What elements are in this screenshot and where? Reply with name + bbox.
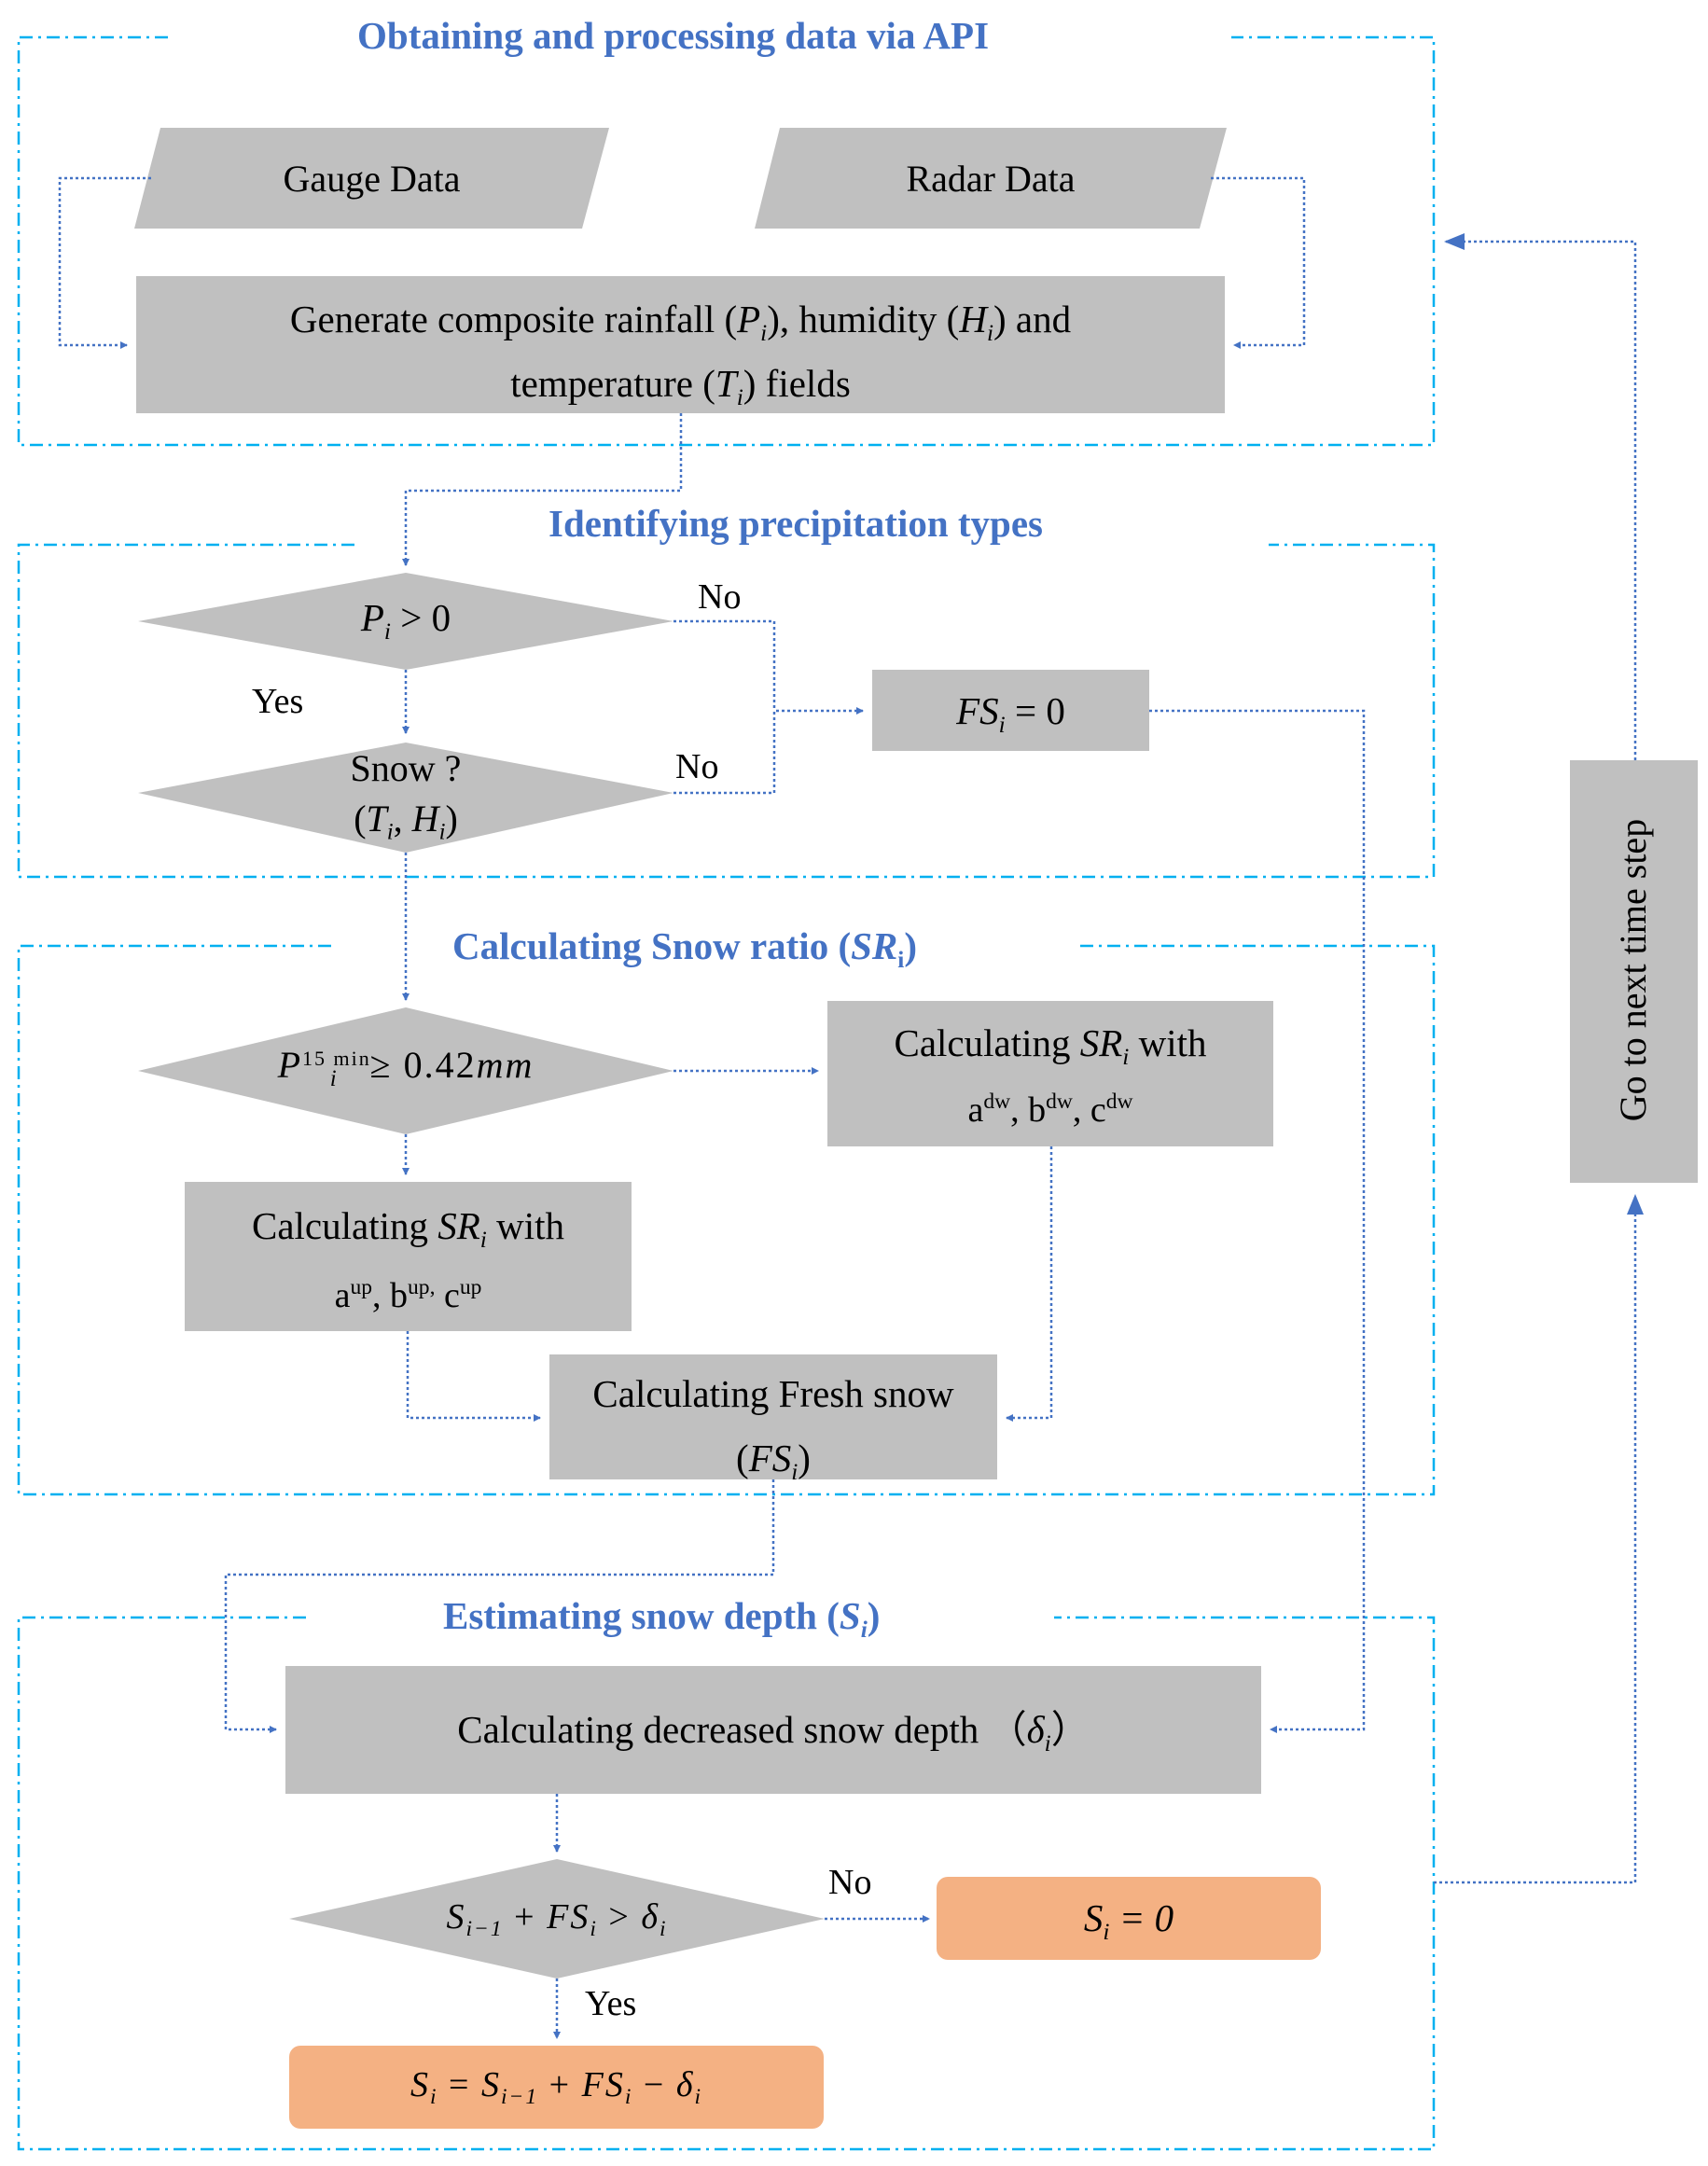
snow-decision-shape: [138, 743, 673, 853]
arrow-loop-to-next-step: [1434, 1194, 1644, 1884]
arrow-composite-to-rain: [402, 413, 683, 566]
frame-precip: [17, 543, 1436, 879]
sr-dw-box: [827, 1001, 1273, 1146]
arrow-up-to-fresh: [406, 1331, 541, 1422]
section-title-api: Obtaining and processing data via API: [352, 13, 995, 58]
decreased-depth-box: [285, 1666, 1261, 1794]
outcome-zero-box: [937, 1877, 1321, 1960]
radar-data-shape: [755, 128, 1227, 229]
fs-zero-label: FSi = 0: [956, 689, 1065, 738]
yes-label-depth: Yes: [585, 1984, 637, 2023]
composite-label-line2: temperature (Ti) fields: [510, 362, 851, 410]
gauge-data-shape: [134, 128, 609, 229]
arrow-gauge-to-composite: [58, 176, 151, 349]
arrow-snow-no: [673, 707, 864, 795]
fs-zero-box: [872, 670, 1149, 751]
arrow-dw-to-fresh: [1006, 1146, 1053, 1422]
sr-up-label-line1: Calculating SRi with: [251, 1204, 565, 1253]
frame-api: [17, 35, 1436, 447]
fresh-snow-label-line2: (FSi): [736, 1437, 811, 1485]
snow-decision-label-line2: (Ti, Hi): [354, 798, 458, 845]
fresh-snow-label-line1: Calculating Fresh snow: [592, 1372, 954, 1415]
sr-up-box: [185, 1182, 632, 1331]
snow-decision-label-line1: Snow ?: [350, 747, 462, 789]
composite-label-line1: Generate composite rainfall (Pi), humidi…: [289, 298, 1072, 346]
depth-decision-shape: [289, 1859, 825, 1979]
arrow-radar-to-composite: [1211, 176, 1306, 349]
sr-dw-label-line1: Calculating SRi with: [894, 1021, 1207, 1070]
depth-decision-label: Si−1 + FSi > δi: [446, 1897, 668, 1942]
yes-label-rain: Yes: [252, 682, 304, 721]
no-label-snow: No: [675, 747, 719, 786]
radar-data-label: Radar Data: [906, 158, 1076, 200]
section-title-snow-ratio: Calculating Snow ratio (SRi): [447, 923, 923, 974]
outcome-zero-label: Si = 0: [1083, 1896, 1174, 1945]
frame-depth: [17, 1616, 1436, 2151]
rain-decision-shape: [138, 573, 673, 670]
arrow-fs-zero-to-decreased: [1149, 709, 1366, 1733]
threshold-decision-shape: [138, 1007, 673, 1134]
rain-decision-label: Pi > 0: [360, 596, 451, 645]
no-label-depth: No: [828, 1863, 872, 1902]
composite-box: [136, 276, 1225, 413]
arrow-next-step-to-api: [1444, 233, 1637, 760]
section-title-depth: Estimating snow depth (Si): [437, 1593, 886, 1644]
arrow-fresh-to-decreased: [224, 1479, 775, 1733]
gauge-data-label: Gauge Data: [283, 158, 461, 200]
threshold-decision-label: P15 mini ≥ 0.42mm: [277, 1044, 535, 1091]
no-label-rain: No: [698, 577, 742, 617]
next-step-box: [1570, 760, 1698, 1183]
section-title-precip: Identifying precipitation types: [543, 501, 1048, 546]
outcome-update-label: Si = Si−1 + FSi − δi: [410, 2065, 703, 2110]
fresh-snow-box: [549, 1354, 997, 1479]
sr-up-label-line2: aup, bup, cup: [334, 1275, 482, 1316]
next-step-label: Go to next time step: [1612, 818, 1654, 1122]
sr-dw-label-line2: adw, bdw, cdw: [967, 1090, 1133, 1131]
outcome-update-box: [289, 2046, 824, 2129]
arrow-rain-no: [673, 619, 776, 711]
decreased-depth-label: Calculating decreased snow depth （δi）: [457, 1708, 1090, 1756]
